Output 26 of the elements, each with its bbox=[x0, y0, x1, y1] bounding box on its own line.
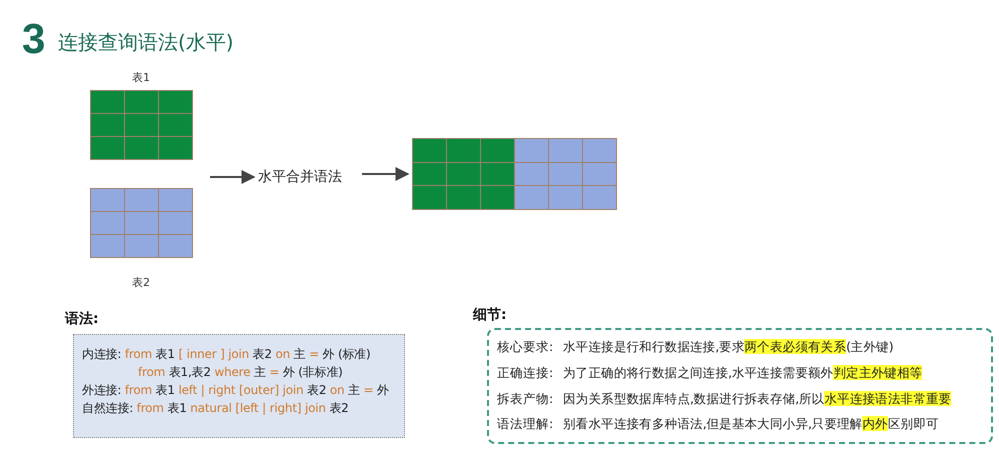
arrow bbox=[210, 170, 256, 184]
row-text: 因为关系型数据库特点,数据进行拆表存储,所以水平连接语法非常重要 bbox=[563, 390, 952, 408]
row-label: 语法理解: bbox=[497, 415, 554, 434]
row-label: 拆表产物: bbox=[497, 390, 554, 408]
row-text: 水平连接是行和行数据连接,要求两个表必须有关系(主外键) bbox=[563, 338, 894, 356]
section-heading: 语法: bbox=[65, 310, 99, 328]
arrow bbox=[362, 167, 410, 181]
row-text: 别看水平连接有多种语法,但是基本大同小异,只要理解内外区别即可 bbox=[563, 415, 940, 434]
title: 连接查询语法(水平) bbox=[58, 32, 234, 52]
row-label: 核心要求: bbox=[497, 338, 554, 356]
syntax-line: 内连接: from 表1 [ inner ] join 表2 on 主 = 外 (标准) bbox=[82, 346, 372, 363]
syntax-panel bbox=[73, 334, 405, 438]
row-text: 为了正确的将行数据之间连接,水平连接需要额外判定主外键相等 bbox=[563, 364, 924, 382]
syntax-line: 自然连接: from 表1 natural [left | right] join 表2 bbox=[82, 400, 350, 417]
table-grid bbox=[412, 138, 617, 210]
syntax-line: 外连接: from 表1 left | right [outer] join 表2 on 主 = 外 bbox=[82, 382, 390, 399]
details-panel bbox=[487, 328, 993, 444]
table-caption: 表2 bbox=[132, 275, 150, 290]
syntax-line: from 表1,表2 where 主 = 外 (非标准) bbox=[137, 364, 344, 381]
arrow-label: 水平合并语法 bbox=[258, 167, 342, 187]
table-grid bbox=[90, 90, 193, 160]
row-label: 正确连接: bbox=[497, 364, 554, 382]
table-grid bbox=[90, 188, 193, 258]
section-number: 3 bbox=[22, 18, 46, 60]
section-heading: 细节: bbox=[473, 306, 507, 324]
table-caption: 表1 bbox=[132, 70, 150, 85]
